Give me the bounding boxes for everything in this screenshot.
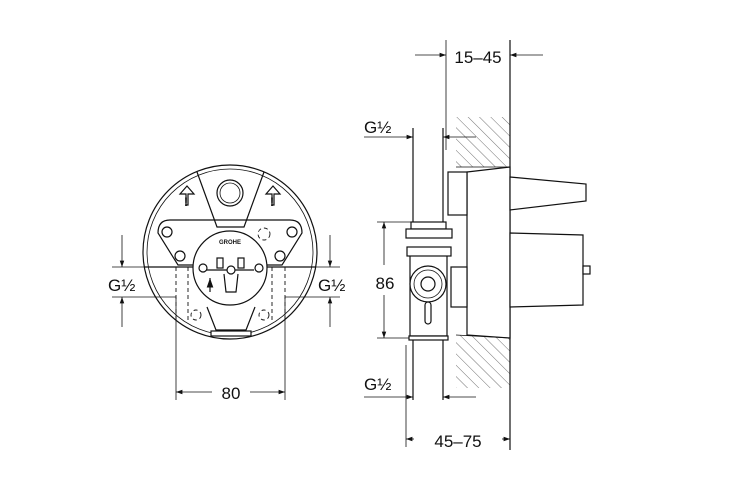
- hub-hole-left: [198, 263, 208, 273]
- valve-band-2: [405, 228, 453, 239]
- thread-dim-top: G½: [364, 118, 476, 140]
- thread-label-top: G½: [364, 118, 391, 137]
- valve-band-3: [406, 246, 452, 257]
- height-dim: 86: [376, 221, 411, 339]
- hub-hole-right: [254, 263, 264, 273]
- total-depth-label: 45–75: [434, 432, 481, 451]
- top-port: [216, 179, 244, 207]
- hidden-port-br: [258, 309, 270, 321]
- hub-stem: [223, 273, 239, 293]
- warning-arrow-left-icon: !: [178, 185, 196, 209]
- width-dim: 80: [175, 297, 286, 403]
- valve-band-1: [410, 221, 447, 230]
- thread-dim-left: G½: [108, 235, 176, 327]
- mounting-plate: [157, 219, 303, 266]
- handle-tab: [582, 265, 591, 275]
- screw-hole-right: [286, 226, 298, 238]
- cartridge-right: [237, 257, 245, 269]
- total-depth-dim: 45–75: [405, 345, 510, 451]
- handle-upper: [509, 176, 587, 211]
- wall-hatch-bottom: [456, 335, 510, 388]
- top-segment: [196, 171, 265, 228]
- thread-label-bottom: G½: [364, 375, 391, 394]
- screw-right: [274, 250, 286, 262]
- wall-depth-dim: 15–45: [415, 48, 543, 67]
- cartridge-left: [216, 257, 224, 269]
- spacer-bottom: [450, 266, 468, 308]
- thread-dim-bottom: G½: [364, 375, 476, 400]
- bottom-tab: [210, 330, 252, 337]
- wall-depth-label: 15–45: [454, 48, 501, 67]
- svg-text:!: !: [184, 195, 188, 209]
- warning-arrow-right-icon: !: [264, 185, 282, 209]
- outer-rim: [142, 164, 318, 340]
- cover-plate: [466, 166, 511, 339]
- thread-dim-right: G½: [285, 235, 345, 327]
- screw-hole-left: [161, 226, 173, 238]
- valve-stem: [424, 301, 432, 325]
- bottom-segment: [206, 306, 256, 331]
- thread-label-left: G½: [108, 276, 135, 295]
- handle-lower: [509, 232, 584, 308]
- hidden-port: [257, 227, 271, 241]
- valve-nut: [408, 335, 449, 341]
- thread-label-right: G½: [318, 276, 345, 295]
- screw-left: [174, 250, 186, 262]
- hub-centre: [226, 265, 236, 275]
- valve-outlet-inner: [420, 276, 436, 292]
- wall-hatch-top: [456, 117, 510, 167]
- plate-edge-bottom: [455, 334, 511, 339]
- top-port-inner: [219, 182, 241, 204]
- front-view: ! ! GROHE: [108, 164, 345, 403]
- svg-text:!: !: [270, 195, 274, 209]
- grohe-logo: GROHE: [219, 240, 241, 246]
- valve-outlet-ring: [413, 269, 443, 299]
- spacer-top: [447, 171, 468, 216]
- side-view: 15–45 G½: [364, 40, 591, 451]
- hidden-port-bl: [190, 309, 202, 321]
- height-dim-label: 86: [376, 274, 395, 293]
- width-dim-label: 80: [222, 384, 241, 403]
- valve-outlet: [409, 265, 447, 303]
